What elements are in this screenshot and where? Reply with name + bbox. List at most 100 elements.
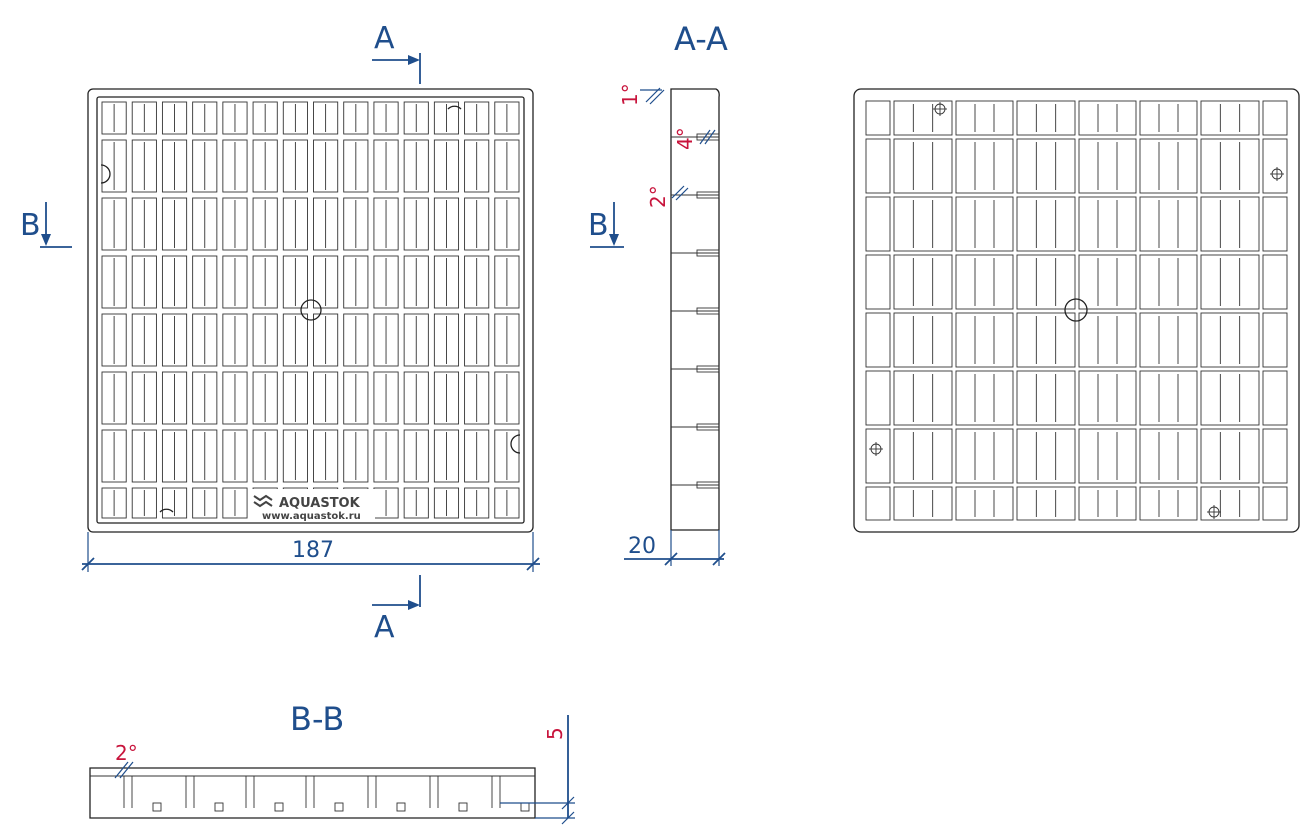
grid-cell bbox=[403, 371, 429, 425]
grid-cell bbox=[343, 313, 369, 367]
grid-cell bbox=[373, 371, 399, 425]
grid-cell bbox=[403, 139, 429, 193]
grid-cell bbox=[433, 487, 460, 519]
grid-cell bbox=[343, 429, 369, 483]
grid-cell bbox=[131, 371, 157, 425]
bottom-cell bbox=[1200, 370, 1260, 426]
aa-rib-boss bbox=[696, 423, 720, 431]
grid-cell bbox=[222, 101, 248, 135]
grid-cell bbox=[252, 197, 278, 251]
bottom-cell bbox=[1262, 138, 1288, 194]
grid-cell bbox=[192, 101, 218, 135]
grid-cell bbox=[282, 255, 308, 309]
grid-cell bbox=[131, 197, 157, 251]
bottom-cell bbox=[1078, 370, 1137, 426]
bb-rib-foot bbox=[274, 802, 284, 812]
bottom-cell bbox=[1016, 138, 1076, 194]
bottom-cell bbox=[893, 254, 953, 310]
bottom-cell bbox=[1200, 196, 1260, 252]
angle-1-tick-b bbox=[649, 89, 665, 105]
grid-cell bbox=[403, 197, 429, 251]
grid-cell bbox=[464, 255, 490, 309]
grid-cell bbox=[161, 255, 188, 309]
bottom-cell bbox=[1200, 312, 1260, 368]
notch-bottom-left bbox=[159, 508, 174, 513]
grid-cell bbox=[494, 371, 520, 425]
grid-cell bbox=[494, 313, 520, 367]
bottom-cell bbox=[955, 486, 1014, 521]
grid-cell bbox=[494, 139, 520, 193]
grid-cell bbox=[222, 371, 248, 425]
cut-a-top-arrowhead bbox=[408, 55, 420, 65]
grid-cell bbox=[373, 313, 399, 367]
bottom-cell bbox=[955, 138, 1014, 194]
bottom-cell bbox=[1139, 138, 1198, 194]
top-view-grid bbox=[101, 101, 520, 519]
bottom-cell bbox=[1262, 428, 1288, 484]
aa-rib-boss bbox=[696, 307, 720, 315]
bottom-cell bbox=[955, 100, 1014, 136]
grid-cell bbox=[494, 487, 520, 519]
grid-cell bbox=[101, 255, 127, 309]
bottom-cell bbox=[1139, 312, 1198, 368]
bottom-cell bbox=[1262, 312, 1288, 368]
bottom-cell bbox=[1262, 370, 1288, 426]
grid-cell bbox=[403, 429, 429, 483]
grid-cell bbox=[464, 139, 490, 193]
grid-cell bbox=[464, 487, 490, 519]
brand-url: www.aquastok.ru bbox=[262, 511, 361, 522]
bottom-cell bbox=[893, 100, 953, 136]
mount-hole-top-left bbox=[933, 102, 947, 116]
grid-cell bbox=[101, 429, 127, 483]
bottom-cell bbox=[1016, 196, 1076, 252]
grid-cell bbox=[222, 429, 248, 483]
dim-5-tick-a bbox=[561, 796, 575, 810]
grid-cell bbox=[161, 487, 188, 519]
angle-2-label: 2° bbox=[646, 185, 670, 208]
grid-cell bbox=[161, 313, 188, 367]
top-view-inner-frame bbox=[96, 96, 525, 524]
grid-cell bbox=[343, 371, 369, 425]
bottom-cell bbox=[1016, 312, 1076, 368]
angle-bb-tick-b bbox=[119, 761, 134, 779]
mount-hole-right bbox=[1270, 167, 1284, 181]
bottom-cell bbox=[955, 428, 1014, 484]
grid-cell bbox=[313, 101, 339, 135]
bottom-cell bbox=[955, 312, 1014, 368]
grid-cell bbox=[222, 197, 248, 251]
grid-cell bbox=[101, 139, 127, 193]
bottom-cell bbox=[1016, 370, 1076, 426]
grid-cell bbox=[192, 313, 218, 367]
grid-cell bbox=[161, 429, 188, 483]
grid-cell bbox=[403, 101, 429, 135]
bb-rib-foot bbox=[152, 802, 162, 812]
cut-b-left-label: B bbox=[20, 208, 41, 243]
grid-cell bbox=[101, 101, 127, 135]
grid-cell bbox=[343, 255, 369, 309]
grid-cell bbox=[494, 101, 520, 135]
bottom-cell bbox=[893, 312, 953, 368]
grid-cell bbox=[282, 197, 308, 251]
grid-cell bbox=[161, 371, 188, 425]
bottom-cell bbox=[955, 196, 1014, 252]
grid-cell bbox=[464, 197, 490, 251]
section-a-a: A-A B 1° 4° 2° 20 bbox=[588, 20, 728, 566]
bottom-cell bbox=[1262, 196, 1288, 252]
angle-bb-label: 2° bbox=[115, 741, 138, 765]
grid-cell bbox=[433, 197, 460, 251]
grid-cell bbox=[373, 101, 399, 135]
cut-b-left-arrowhead bbox=[41, 234, 51, 246]
bb-rib-foot bbox=[520, 802, 530, 812]
cut-b-section-label: B bbox=[588, 208, 609, 243]
bottom-cell bbox=[893, 428, 953, 484]
bottom-cell bbox=[1016, 100, 1076, 136]
grid-cell bbox=[161, 101, 188, 135]
bottom-cell bbox=[1139, 486, 1198, 521]
aa-rib-boss bbox=[696, 365, 720, 373]
grid-cell bbox=[464, 429, 490, 483]
grid-cell bbox=[131, 487, 157, 519]
bottom-cell bbox=[1078, 312, 1137, 368]
section-a-title: A-A bbox=[674, 20, 728, 58]
grid-cell bbox=[252, 139, 278, 193]
